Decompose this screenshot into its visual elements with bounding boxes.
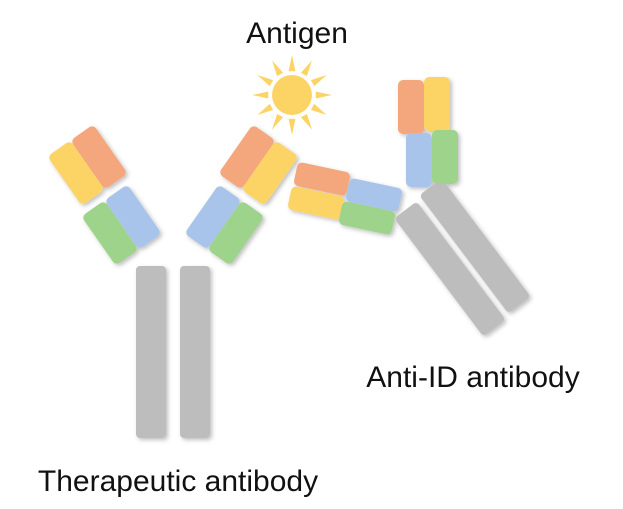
domain-green	[339, 201, 395, 235]
domain-blue	[106, 186, 160, 248]
domain-orange	[220, 126, 274, 188]
domain-green	[83, 202, 137, 264]
anti-id-antibody	[288, 77, 530, 335]
domain-yellow	[424, 77, 450, 131]
domain-orange	[294, 162, 350, 196]
sun-ray	[288, 55, 296, 72]
fab-arm-binding	[288, 162, 402, 235]
fc-chain-lower	[395, 203, 505, 335]
domain-blue	[186, 186, 240, 248]
sun-ray	[257, 75, 274, 87]
sun-core	[272, 75, 312, 115]
fc-chain-upper	[420, 180, 530, 312]
domain-blue	[346, 178, 402, 212]
domain-green	[432, 130, 458, 184]
sun-ray	[288, 118, 296, 135]
domain-yellow	[288, 186, 344, 220]
sun-ray	[300, 60, 312, 77]
domain-orange	[72, 126, 126, 188]
anti-id-antibody-label: Anti-ID antibody	[366, 361, 579, 394]
antigen-label: Antigen	[246, 17, 348, 50]
domain-blue	[406, 133, 432, 187]
sun-ray	[252, 91, 269, 99]
fc-chain-left	[136, 266, 166, 438]
therapeutic-antibody-label: Therapeutic antibody	[38, 465, 318, 498]
fab-arm-left	[49, 126, 160, 264]
domain-green	[209, 202, 263, 264]
domain-yellow	[243, 142, 297, 204]
sun-ray	[310, 103, 327, 115]
sun-ray	[272, 60, 284, 77]
sun-ray	[257, 103, 274, 115]
sun-ray	[300, 113, 312, 130]
fab-arm-right	[186, 126, 297, 264]
therapeutic-antibody	[49, 126, 297, 438]
domain-yellow	[49, 142, 103, 204]
domain-orange	[398, 80, 424, 134]
sun-ray	[310, 75, 327, 87]
sun-icon	[252, 55, 332, 135]
sun-ray	[315, 91, 332, 99]
fab-arm-upright	[398, 77, 458, 187]
fc-chain-right	[180, 266, 210, 438]
sun-ray	[272, 113, 284, 130]
